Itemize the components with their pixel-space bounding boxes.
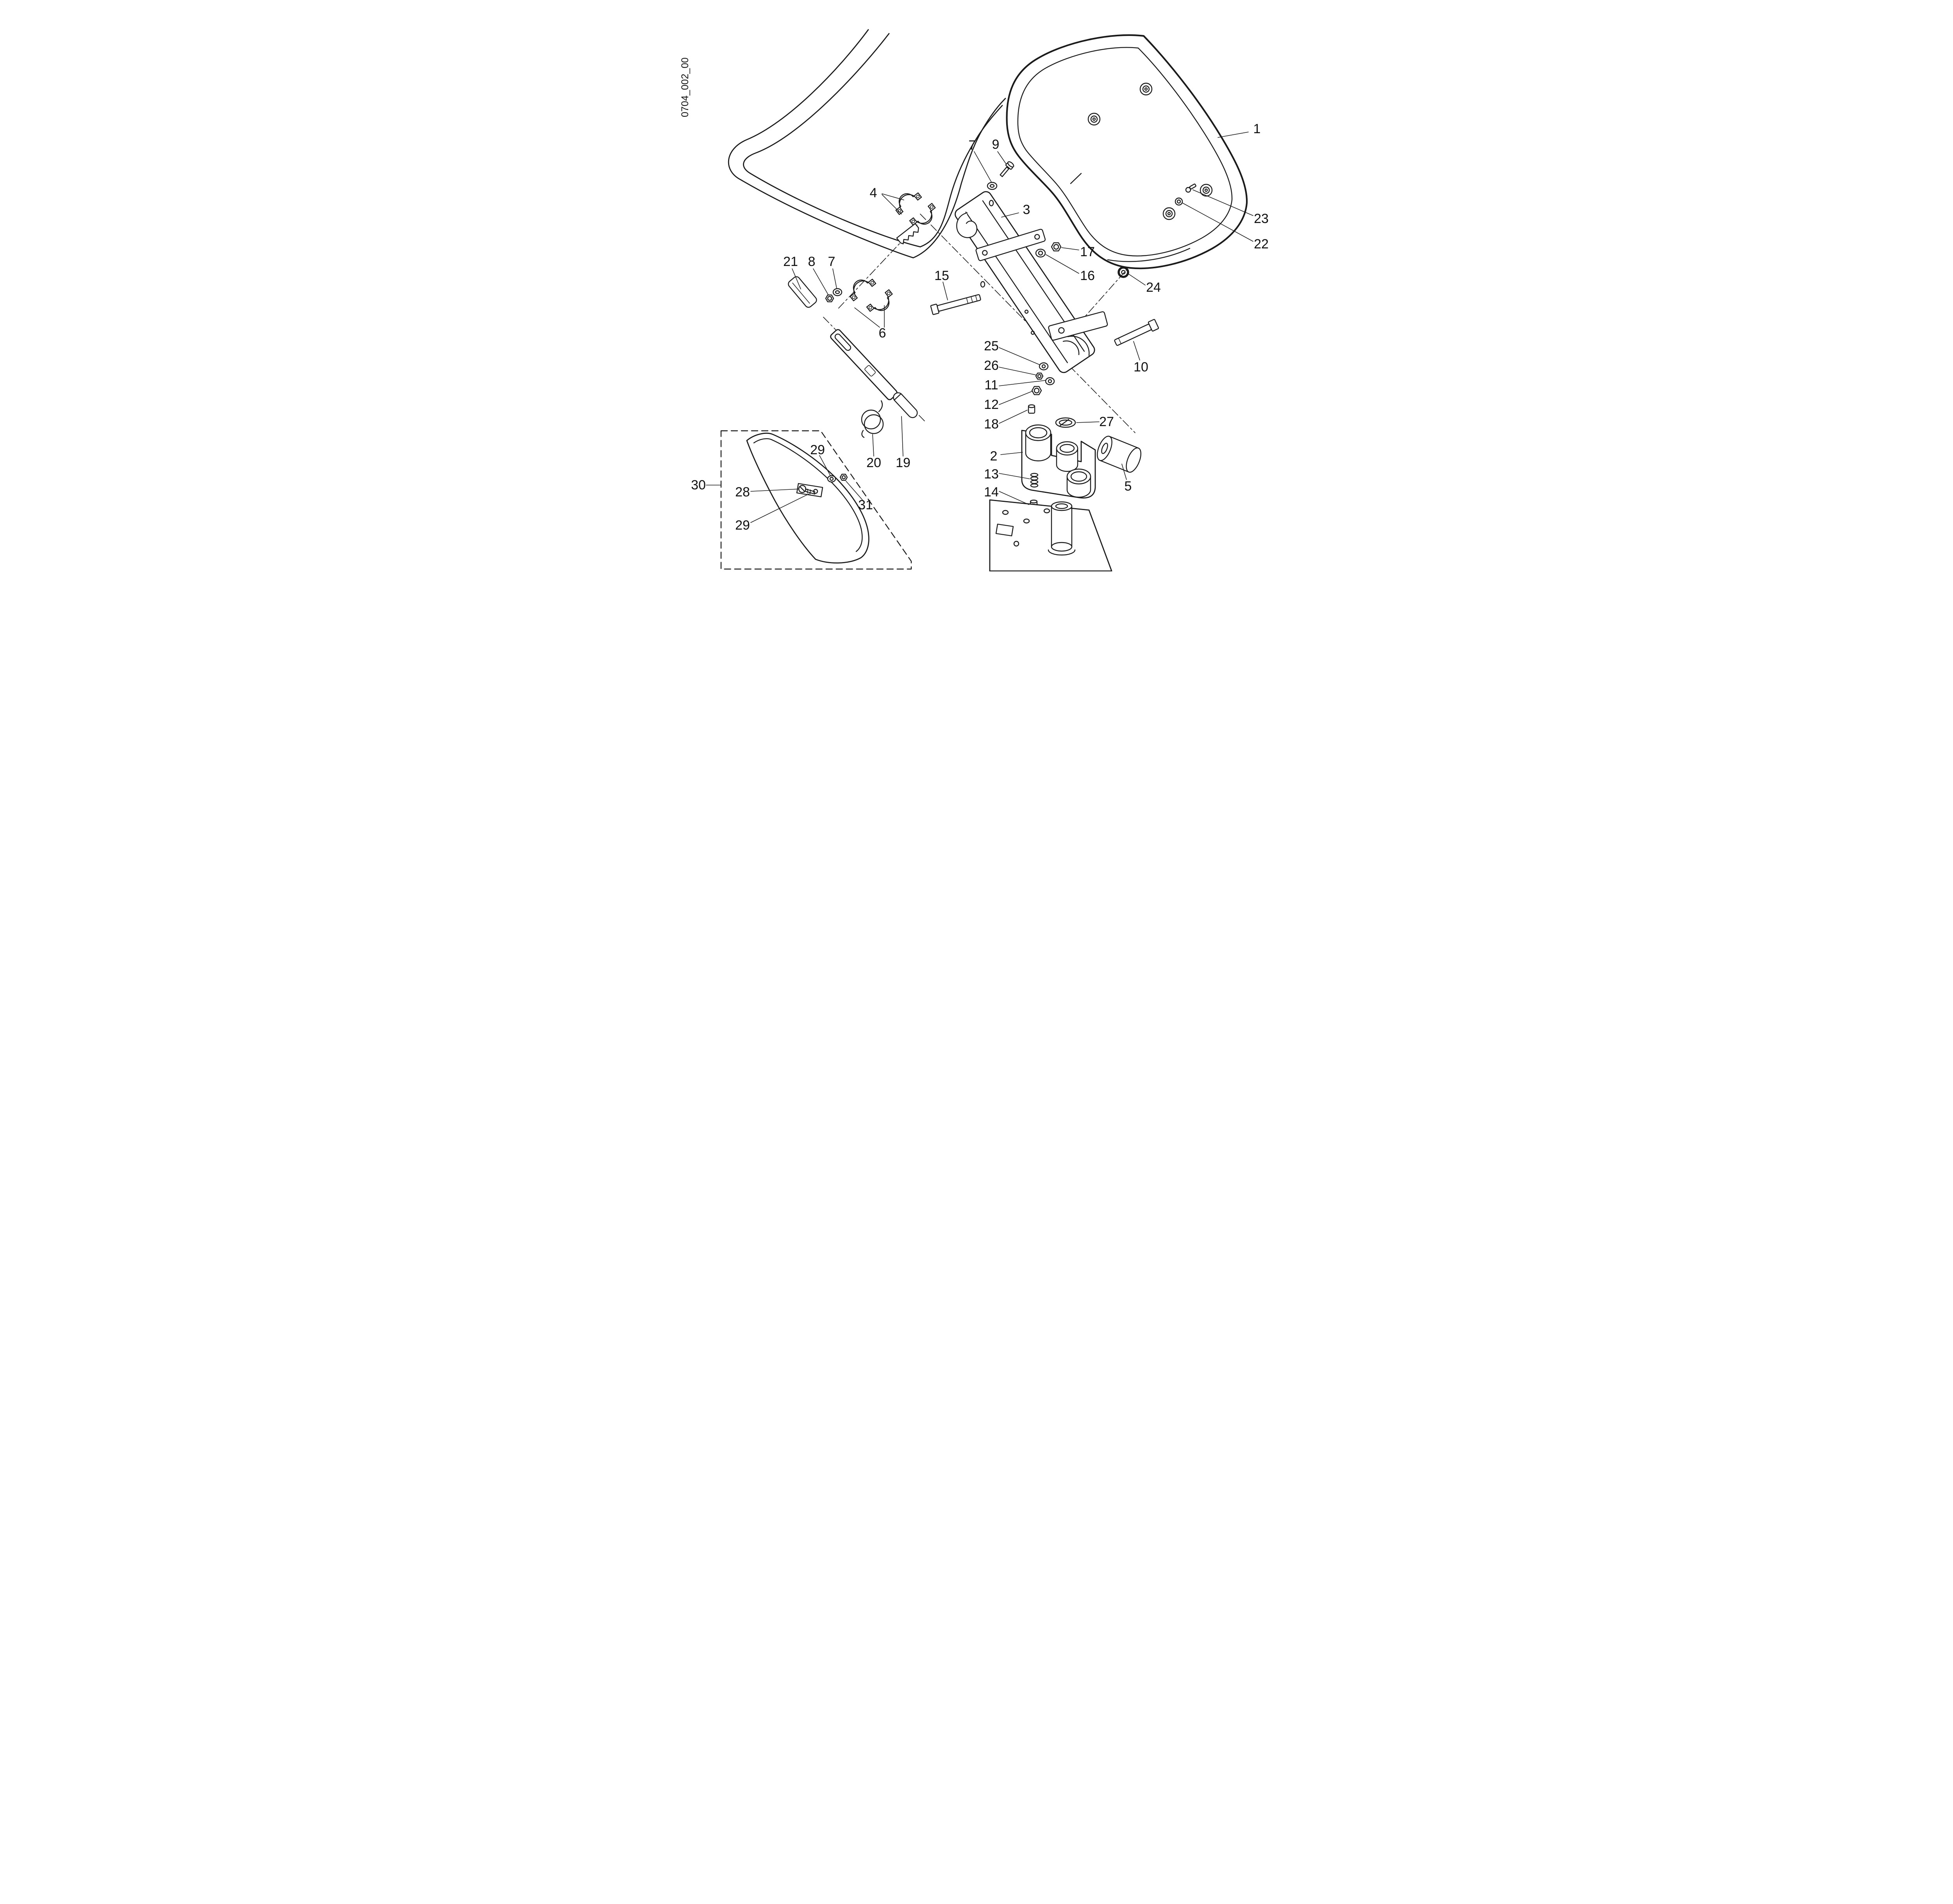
tube-clamp-set — [895, 192, 936, 244]
nut-12 — [1031, 386, 1042, 395]
washer-16 — [1035, 248, 1046, 258]
callout-29-lower: 29 — [735, 518, 750, 533]
callout-28: 28 — [735, 485, 750, 500]
inset-dashed-border — [720, 430, 912, 570]
callout-26: 26 — [984, 358, 999, 373]
drawing-id: 0704_002_00 — [680, 57, 691, 117]
callout-4: 4 — [869, 186, 877, 200]
base-plate-holes — [1002, 508, 1050, 547]
torsion-spring-20 — [861, 400, 884, 438]
seat-screw — [1185, 184, 1196, 193]
callout-14: 14 — [984, 485, 999, 500]
leader-lines — [705, 132, 1253, 523]
nut-17 — [1051, 242, 1061, 252]
pivot-arm-19 — [830, 329, 918, 418]
callout-11: 11 — [984, 378, 998, 393]
spring-13 — [1030, 473, 1038, 488]
base-pin — [1048, 501, 1075, 556]
callout-6: 6 — [878, 326, 886, 341]
fastener-stack — [1028, 362, 1055, 414]
callout-17: 17 — [1080, 244, 1095, 259]
pipe-clamp-half-6b — [866, 289, 893, 312]
callout-19: 19 — [896, 455, 910, 470]
callout-25: 25 — [984, 339, 999, 353]
nut-26 — [1035, 372, 1043, 380]
handlebar-tube — [728, 29, 1006, 259]
washer-7-lower — [832, 288, 842, 296]
flap-panel — [746, 432, 869, 564]
pivot-bracket-2 — [1021, 424, 1096, 499]
inset-detail-30 — [720, 430, 912, 570]
bushing-b — [1056, 441, 1078, 472]
plug-18 — [1028, 404, 1035, 414]
bolt-15 — [930, 294, 981, 315]
seat-bracket — [954, 191, 1108, 373]
washer-25 — [1039, 362, 1048, 371]
callout-31: 31 — [858, 498, 873, 512]
callout-27: 27 — [1099, 414, 1114, 429]
serrated-clamp-plate — [896, 223, 919, 244]
nut-31 — [839, 473, 848, 481]
grommet-24 — [1117, 266, 1129, 278]
snap-ring-27 — [1055, 417, 1076, 428]
callout-13: 13 — [984, 467, 999, 482]
callout-3: 3 — [1023, 202, 1030, 217]
callout-labels: 1 7 9 4 3 23 22 17 16 21 8 7 15 24 6 10 … — [691, 121, 1269, 533]
bolt-9 — [999, 161, 1014, 177]
bolt-10 — [1114, 319, 1159, 346]
callout-18: 18 — [984, 417, 999, 432]
bracket-curved-slot — [1062, 335, 1090, 356]
callout-8: 8 — [808, 254, 815, 269]
callout-23: 23 — [1254, 211, 1269, 226]
callout-1: 1 — [1253, 121, 1260, 136]
bushing-a — [1025, 424, 1051, 462]
nut-8 — [825, 294, 834, 302]
bracket-hook — [956, 212, 977, 238]
seat-screw-washer — [1175, 197, 1183, 206]
callout-22: 22 — [1254, 237, 1269, 252]
callout-7-top: 7 — [968, 138, 976, 153]
base-plate — [989, 499, 1112, 571]
lower-clamp-assembly — [787, 276, 918, 438]
callout-21: 21 — [783, 254, 798, 269]
callout-20: 20 — [866, 455, 881, 470]
seat-pan — [1005, 34, 1248, 269]
pipe-clamp-half-6a — [849, 278, 876, 302]
base-plate-block — [995, 523, 1014, 537]
washer-29 — [827, 475, 836, 483]
callout-29-upper: 29 — [810, 443, 825, 457]
washer-7-top — [987, 182, 997, 190]
callout-30: 30 — [691, 478, 706, 493]
bolt-28 — [798, 485, 815, 495]
callout-5: 5 — [1124, 479, 1132, 494]
callout-24: 24 — [1146, 280, 1161, 295]
parts-diagram-page: 0704_002_00 — [670, 0, 1283, 571]
roller-5 — [1096, 435, 1141, 473]
exploded-parts-diagram: 0704_002_00 — [670, 0, 1283, 571]
callout-15: 15 — [934, 268, 949, 283]
seat-mount-washers — [1087, 82, 1212, 220]
bracket-lower-strap — [1048, 311, 1108, 341]
callout-12: 12 — [984, 397, 999, 412]
washer-11 — [1045, 377, 1055, 385]
callout-16: 16 — [1080, 268, 1095, 283]
bushing-c — [1066, 468, 1091, 498]
bracket-holes — [980, 200, 1035, 335]
callout-9: 9 — [992, 137, 999, 152]
callout-2: 2 — [990, 449, 997, 464]
callout-10: 10 — [1134, 360, 1148, 375]
spacer-sleeve-21 — [787, 276, 817, 308]
callout-7-lower: 7 — [828, 254, 835, 269]
bracket-cross-strap — [975, 228, 1046, 261]
